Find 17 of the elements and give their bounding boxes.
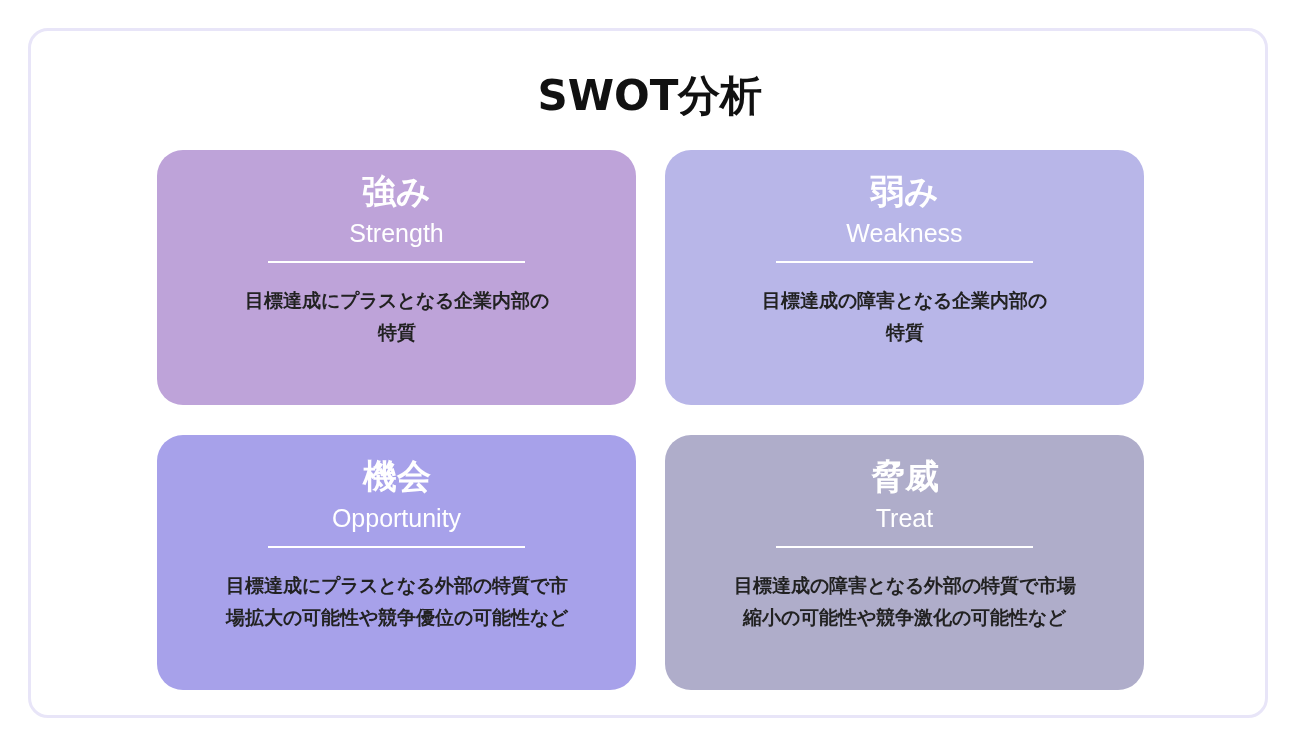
quadrant-card xyxy=(157,150,636,405)
quadrant-card xyxy=(665,435,1144,690)
quadrant-heading: 脅威 xyxy=(870,455,939,497)
quadrant-description: 目標達成の障害となる外部の特質で市場縮小の可能性や競争激化の可能性など xyxy=(732,573,1077,630)
quadrant-heading: 機会 xyxy=(362,455,431,497)
quadrant-card xyxy=(665,150,1144,405)
quadrant-description: 目標達成の障害となる企業内部の特質 xyxy=(761,288,1048,345)
quadrant-card xyxy=(157,435,636,690)
english-subheading: Strength xyxy=(349,218,444,249)
quadrant-heading: 強み xyxy=(362,170,431,212)
diagram-title: SWOT分析 xyxy=(537,70,763,122)
english-subheading: Treat xyxy=(875,503,934,534)
english-subheading: Weakness xyxy=(846,218,963,249)
quadrant-description: 目標達成にプラスとなる企業内部の特質 xyxy=(243,288,550,345)
quadrant-description: 目標達成にプラスとなる外部の特質で市場拡大の可能性や競争優位の可能性など xyxy=(224,573,569,630)
quadrant-heading: 弱み xyxy=(870,170,939,212)
english-subheading: Opportunity xyxy=(331,503,462,534)
